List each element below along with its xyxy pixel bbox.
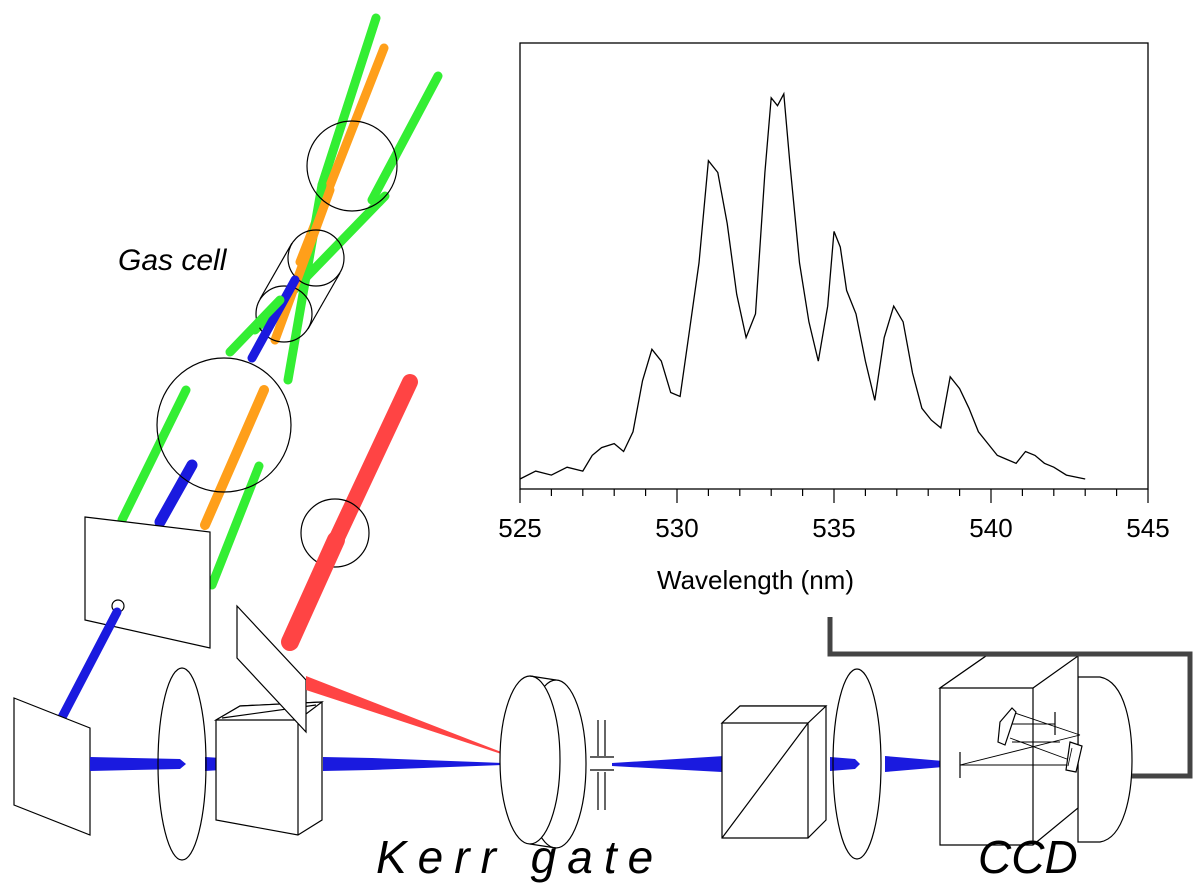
kerr-medium [499,675,587,849]
lower-beams [117,275,300,590]
left-mirror [13,697,91,836]
upper-lens [306,120,398,212]
pump-mirror [236,604,307,734]
gas-cell [255,229,345,343]
red-pump-beam [328,374,418,548]
green-beam [317,13,381,190]
green-beam [367,71,443,205]
aperture [590,720,614,810]
green-beam [117,385,191,525]
kerr-gate-label: Kerr gate [376,831,665,883]
red-reflected-beam [306,676,532,764]
analyzer-cube [720,705,828,839]
blue-beam [154,459,198,528]
gas-cell-end-top [287,229,345,287]
x-tick-label: 525 [498,513,542,543]
lower-lens [156,357,292,493]
spectrum-chart [519,42,1149,503]
x-tick-label: 535 [812,513,856,543]
x-tick-label: 545 [1126,513,1170,543]
gas-cell-end-bottom [255,285,313,343]
upper-beams [250,13,443,385]
blue-beam [53,607,122,730]
orange-beam [200,385,269,530]
blue-beam [247,275,300,363]
pump-lens [300,498,370,568]
x-axis-title: Wavelength (nm) [657,565,854,595]
x-ticks [519,489,1149,503]
lens-1 [157,667,207,861]
x-tick-label: 540 [969,513,1013,543]
orange-beam [270,185,335,345]
gas-cell-label: Gas cell [118,244,227,277]
signal-cable [827,617,1193,779]
x-tick-label: 530 [655,513,699,543]
plot-frame [519,42,1149,490]
ccd-label: CCD [978,831,1078,883]
ccd-spectrometer [938,655,1133,846]
red-pump-beam [281,531,345,651]
lens-2 [832,668,882,860]
green-beam [225,295,285,357]
spectrum-series-line [519,91,1086,480]
